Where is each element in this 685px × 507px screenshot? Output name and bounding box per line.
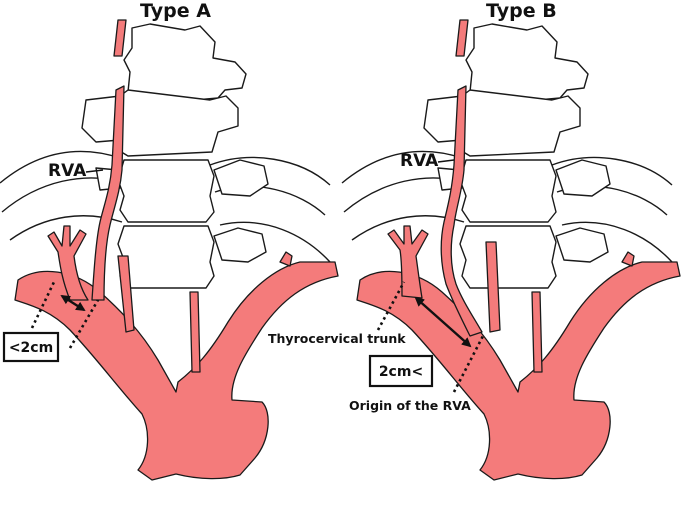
panel-title-a: Type A: [140, 0, 211, 22]
rva-label-a: RVA: [48, 161, 87, 181]
panel-title-b: Type B: [486, 0, 557, 22]
distance-arrow-a: [60, 294, 86, 312]
dotted-line-thyrocervical-a: [30, 281, 56, 329]
spine-type-b: [341, 23, 673, 289]
distance-box-b: 2cm<: [368, 354, 434, 388]
panel-type-a: Type A RVA <2cm: [0, 0, 339, 481]
rva-leader-b: [437, 159, 455, 163]
vertebral-upper-b: [455, 19, 469, 57]
dotted-line-origin-b: [452, 333, 486, 393]
distance-box-a: <2cm: [2, 331, 60, 363]
thyrocervical-trunk-label: Thyrocervical trunk: [268, 331, 406, 346]
spine-type-a: [0, 23, 331, 289]
thyrocervical-trunk-b: [387, 225, 429, 299]
side-vessel-b: [485, 241, 501, 333]
thyrocervical-trunk-a: [47, 225, 89, 301]
distance-label-b: 2cm<: [379, 364, 423, 380]
distance-arrow-b: [414, 296, 472, 348]
panel-type-b: Type B RVA 2cm<: [341, 0, 681, 481]
right-vertebral-artery-a: [91, 85, 125, 301]
right-vertebral-artery-b: [440, 85, 483, 337]
origin-of-rva-label: Origin of the RVA: [349, 398, 471, 413]
rva-leader-a: [85, 169, 104, 173]
rva-label-b: RVA: [400, 151, 439, 171]
side-vessel-a: [117, 255, 135, 333]
distance-label-a: <2cm: [9, 340, 53, 356]
vertebral-upper-a: [113, 19, 127, 57]
